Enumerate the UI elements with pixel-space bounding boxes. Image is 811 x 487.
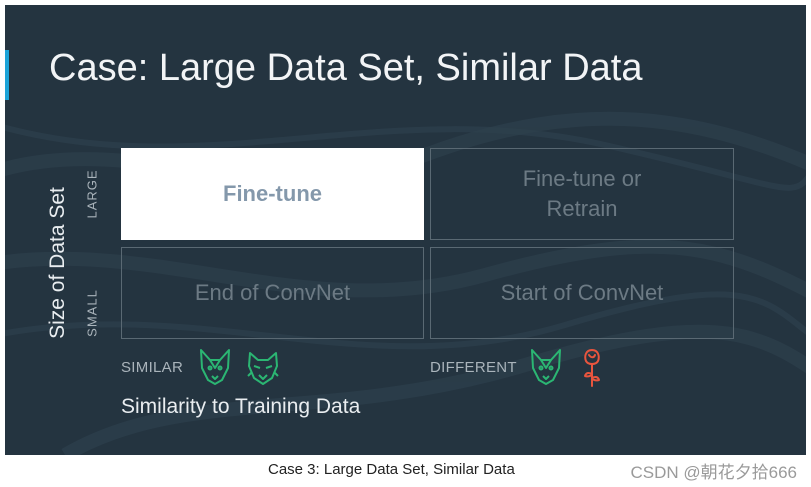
- dog-icon: [200, 349, 230, 385]
- cell-small-different-label: Start of ConvNet: [500, 280, 664, 305]
- cell-small-similar-label: End of ConvNet: [194, 280, 351, 305]
- row-label-small: SMALL: [84, 289, 100, 337]
- wolf-icon: [247, 352, 279, 385]
- col-label-different: DIFFERENT: [430, 359, 517, 376]
- cell-large-different-line1: Fine-tune or: [522, 166, 642, 191]
- watermark: CSDN @朝花夕拾666: [630, 463, 797, 482]
- cell-large-different-line2: Retrain: [546, 196, 618, 221]
- figure-caption: Case 3: Large Data Set, Similar Data: [268, 461, 515, 478]
- cell-large-different: Fine-tune or Retrain: [430, 148, 734, 240]
- rose-icon: [584, 349, 600, 387]
- x-axis-label: Similarity to Training Data: [121, 395, 361, 418]
- slide: Case: Large Data Set, Similar Data Size …: [5, 5, 806, 455]
- slide-title: Case: Large Data Set, Similar Data: [49, 47, 643, 89]
- accent-bar: [5, 50, 9, 100]
- cell-large-similar-label: Fine-tune: [223, 181, 322, 206]
- row-label-large: LARGE: [84, 169, 100, 219]
- cell-small-different: Start of ConvNet: [430, 247, 734, 339]
- cell-large-similar: Fine-tune: [121, 148, 424, 240]
- dog-icon: [531, 349, 561, 385]
- col-label-similar: SIMILAR: [121, 359, 184, 376]
- y-axis-label: Size of Data Set: [46, 187, 69, 339]
- cell-small-similar: End of ConvNet: [121, 247, 424, 339]
